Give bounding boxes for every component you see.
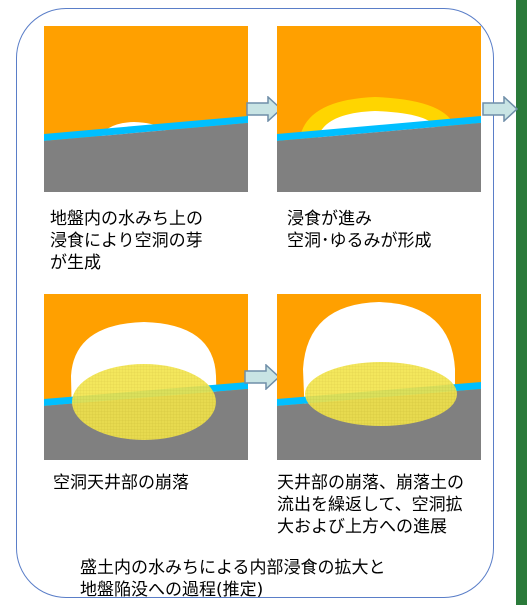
right-arrow-icon <box>482 96 518 122</box>
stage3-caption: 空洞天井部の崩落 <box>53 473 189 493</box>
water-path <box>277 116 481 141</box>
water-path <box>44 116 248 141</box>
side-strip <box>516 0 527 605</box>
diagram-frame <box>16 8 494 598</box>
collapsed-soil <box>305 362 457 426</box>
right-arrow-icon <box>246 96 282 122</box>
stage2-caption: 浸食が進み 空洞･ゆるみが形成 <box>287 209 432 251</box>
stage4-panel <box>277 294 481 460</box>
right-arrow-icon <box>244 364 280 390</box>
stage1-panel <box>44 26 248 192</box>
ground-layer <box>277 123 481 192</box>
ground-layer <box>44 123 248 192</box>
diagram-footer: 盛土内の水みちによる内部浸食の拡大と 地盤陥没への過程(推定) <box>80 558 386 600</box>
stage1-caption: 地盤内の水みち上の 浸食により空洞の芽 が生成 <box>50 209 203 273</box>
stage2-panel <box>277 26 481 192</box>
collapsed-soil <box>72 364 216 440</box>
stage3-panel <box>44 294 248 460</box>
stage4-caption: 天井部の崩落、崩落土の 流出を繰返して、空洞拡 大および上方への進展 <box>277 473 464 537</box>
